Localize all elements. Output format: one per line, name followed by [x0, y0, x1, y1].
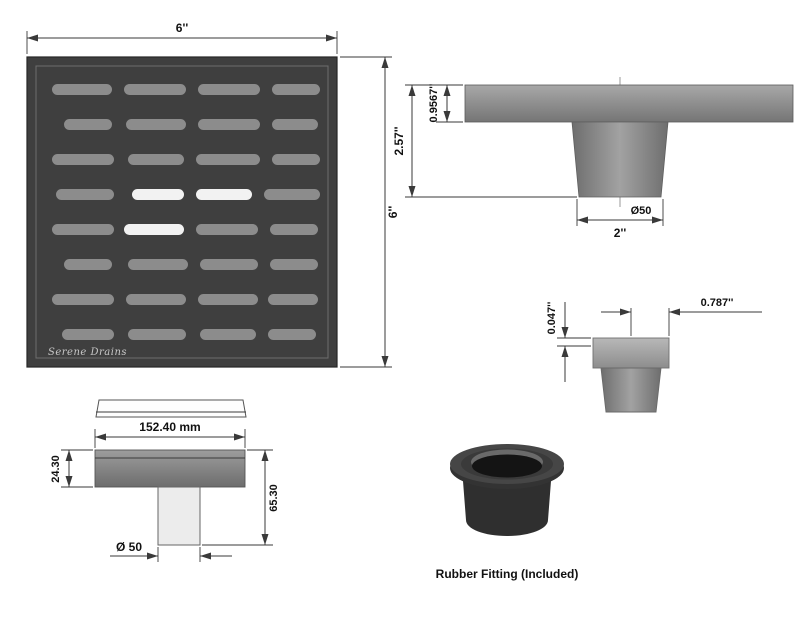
grate-slot — [200, 329, 256, 340]
lip-label: 0.047'' — [546, 301, 558, 334]
grate-height-label: 6'' — [386, 206, 400, 219]
grate-slot — [270, 259, 318, 270]
flange-height-label: 24.30 — [50, 455, 62, 483]
grate-slot — [56, 189, 114, 200]
grate-slot — [126, 294, 186, 305]
rubber-hole — [472, 454, 542, 478]
rubber-fitting-caption: Rubber Fitting (Included) — [436, 567, 579, 581]
grate-slot — [272, 119, 318, 130]
grate-slot — [128, 154, 184, 165]
profile-width-label: 152.40 mm — [139, 420, 200, 434]
profile-total-height-label: 65.30 — [268, 484, 280, 512]
grate-width-dimension: 6'' — [26, 21, 338, 54]
grate-slot — [52, 294, 114, 305]
grate-plate — [26, 56, 338, 368]
grate-inner-frame — [35, 65, 329, 359]
profile-pipe — [157, 486, 201, 546]
profile-flange — [94, 449, 246, 488]
brand-logo: Serene Drains — [48, 347, 127, 358]
grate-slot — [52, 154, 114, 165]
side-pipe — [571, 121, 669, 198]
grate-slot-highlight — [196, 189, 252, 200]
grate-slot — [128, 329, 186, 340]
grate-height-dimension: 6'' — [340, 56, 400, 368]
grate-slot — [270, 224, 318, 235]
grate-slot — [126, 119, 186, 130]
profile-pipe-diameter-dimension: Ø 50 — [110, 540, 232, 562]
detail-flange — [592, 337, 670, 369]
grate-slot — [128, 259, 188, 270]
overhang-label: 0.787'' — [701, 297, 734, 309]
grate-side-bar — [95, 399, 247, 418]
lip-dimension: 0.047'' — [546, 301, 591, 382]
grate-slot — [272, 154, 320, 165]
side-flange — [464, 84, 794, 123]
pipe-width-label: 2'' — [614, 226, 627, 240]
grate-slot — [124, 84, 186, 95]
grate-slot — [196, 224, 258, 235]
grate-slot — [200, 259, 258, 270]
total-height-dimension: 2.57'' — [392, 84, 577, 198]
grate-slots — [52, 84, 320, 340]
profile-total-height-dimension: 65.30 — [202, 449, 280, 546]
grate-slot — [264, 189, 320, 200]
grate-slot-highlight — [124, 224, 184, 235]
profile-pipe-diameter-label: Ø 50 — [116, 540, 142, 554]
flange-height-dimension: 24.30 — [50, 449, 93, 488]
profile-width-dimension: 152.40 mm — [94, 420, 246, 448]
pipe-diameter-label: Ø50 — [631, 205, 652, 217]
drain-detail-view: 0.787'' 0.047'' — [546, 297, 762, 413]
total-height-label: 2.57'' — [392, 126, 406, 155]
grate-slot — [198, 84, 260, 95]
grate-top-view: Serene Drains — [26, 56, 338, 368]
grate-slot — [272, 84, 320, 95]
overhang-dimension: 0.787'' — [601, 297, 762, 336]
grate-slot — [52, 84, 112, 95]
rubber-fitting-illustration: Rubber Fitting (Included) — [436, 444, 579, 581]
grate-slot — [198, 294, 258, 305]
grate-slot — [64, 119, 112, 130]
grate-slot — [62, 329, 114, 340]
grate-slot — [64, 259, 112, 270]
drain-profile-view: 152.40 mm 24.30 65.30 Ø 50 — [50, 399, 280, 562]
drain-side-view: 0.9567'' 2.57'' Ø50 2'' — [392, 77, 794, 240]
grate-slot-highlight — [132, 189, 184, 200]
pipe-width-dimension: Ø50 2'' — [576, 199, 664, 240]
grate-slot — [52, 224, 114, 235]
flange-thickness-dimension: 0.9567'' — [428, 83, 463, 123]
flange-thickness-label: 0.9567'' — [428, 83, 440, 122]
grate-slot — [268, 294, 318, 305]
grate-slot — [268, 329, 316, 340]
detail-pipe — [600, 367, 662, 413]
grate-width-label: 6'' — [176, 21, 189, 35]
grate-slot — [196, 154, 260, 165]
grate-slot — [198, 119, 260, 130]
